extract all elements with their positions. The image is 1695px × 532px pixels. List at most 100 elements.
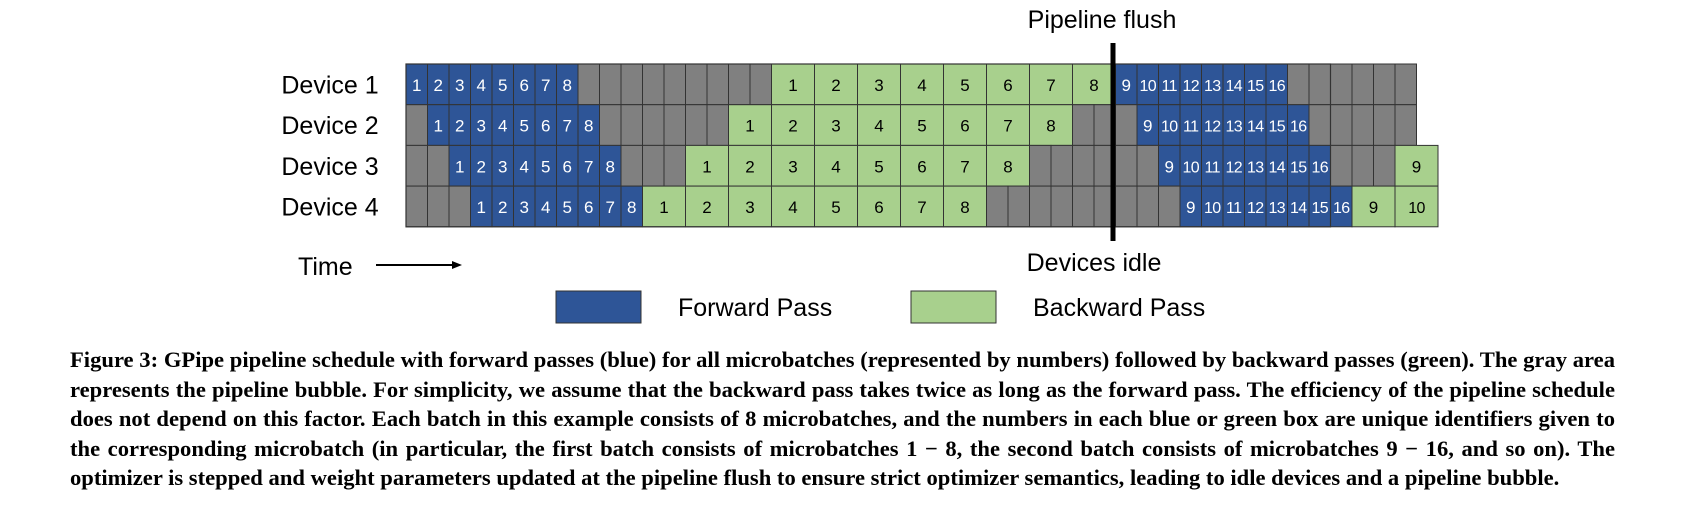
backward-pass-cell bbox=[771, 185, 815, 228]
microbatch-id: 9 bbox=[1165, 157, 1174, 176]
microbatch-id: 3 bbox=[788, 157, 797, 176]
idle-cell bbox=[1050, 144, 1073, 187]
idle-cell bbox=[1072, 144, 1095, 187]
microbatch-id: 8 bbox=[960, 198, 969, 217]
backward-pass-cell bbox=[1351, 185, 1396, 228]
idle-cell bbox=[1115, 104, 1138, 146]
idle-cell bbox=[706, 63, 729, 106]
backward-pass-cell bbox=[900, 185, 944, 228]
microbatch-id: 4 bbox=[498, 117, 507, 136]
microbatch-id: 7 bbox=[917, 198, 926, 217]
microbatch-id: 1 bbox=[745, 117, 754, 136]
microbatch-id: 4 bbox=[831, 157, 840, 176]
microbatch-id: 6 bbox=[541, 117, 550, 136]
microbatch-id: 1 bbox=[434, 117, 443, 136]
microbatch-id: 6 bbox=[917, 157, 926, 176]
idle-cell bbox=[599, 104, 622, 146]
idle-cell bbox=[1136, 185, 1159, 228]
microbatch-id: 2 bbox=[788, 117, 797, 136]
idle-cell bbox=[1330, 63, 1353, 106]
idle-cell bbox=[685, 63, 708, 106]
backward-pass-cell bbox=[943, 104, 987, 146]
microbatch-id: 7 bbox=[584, 157, 593, 176]
microbatch-id: 8 bbox=[563, 76, 572, 95]
idle-cell bbox=[642, 63, 665, 106]
microbatch-id: 10 bbox=[1161, 119, 1178, 136]
microbatch-id: 1 bbox=[477, 198, 486, 217]
microbatch-id: 16 bbox=[1268, 78, 1285, 95]
microbatch-id: 9 bbox=[1143, 117, 1152, 136]
microbatch-id: 12 bbox=[1247, 200, 1264, 217]
microbatch-id: 6 bbox=[874, 198, 883, 217]
microbatch-id: 12 bbox=[1204, 119, 1221, 136]
microbatch-id: 13 bbox=[1225, 119, 1242, 136]
microbatch-id: 1 bbox=[455, 157, 464, 176]
microbatch-id: 2 bbox=[498, 198, 507, 217]
legend-forward-label: Forward Pass bbox=[678, 294, 832, 322]
microbatch-id: 1 bbox=[788, 76, 797, 95]
microbatch-id: 5 bbox=[541, 157, 550, 176]
microbatch-id: 8 bbox=[1089, 76, 1098, 95]
idle-cell bbox=[663, 63, 686, 106]
microbatch-id: 7 bbox=[960, 157, 969, 176]
idle-cell bbox=[1158, 185, 1181, 228]
microbatch-id: 8 bbox=[606, 157, 615, 176]
microbatch-id: 11 bbox=[1226, 200, 1242, 217]
microbatch-id: 16 bbox=[1311, 159, 1328, 176]
schedule-grid-frame bbox=[405, 63, 1332, 228]
microbatch-id: 15 bbox=[1247, 78, 1264, 95]
idle-cell bbox=[728, 63, 751, 106]
idle-cell bbox=[1115, 185, 1138, 228]
idle-cell bbox=[685, 104, 708, 146]
idle-cell bbox=[986, 185, 1009, 228]
backward-pass-cell bbox=[1394, 144, 1439, 187]
microbatch-id: 12 bbox=[1182, 78, 1199, 95]
microbatch-id: 8 bbox=[584, 117, 593, 136]
microbatch-id: 3 bbox=[477, 117, 486, 136]
microbatch-id: 2 bbox=[477, 157, 486, 176]
microbatch-id: 4 bbox=[917, 76, 926, 95]
microbatch-id: 6 bbox=[584, 198, 593, 217]
gpipe-schedule-figure: Pipeline flush Devices idle Time Device … bbox=[281, 6, 1439, 324]
idle-cell bbox=[1308, 104, 1331, 146]
microbatch-id: 16 bbox=[1290, 119, 1307, 136]
microbatch-id: 9 bbox=[1369, 198, 1378, 217]
device-label: Device 4 bbox=[281, 193, 378, 221]
microbatch-id: 14 bbox=[1247, 119, 1264, 136]
microbatch-id: 4 bbox=[541, 198, 550, 217]
microbatch-id: 15 bbox=[1311, 200, 1328, 217]
microbatch-id: 16 bbox=[1333, 200, 1350, 217]
time-arrow-head bbox=[452, 261, 462, 269]
microbatch-id: 10 bbox=[1139, 78, 1156, 95]
idle-cell bbox=[1287, 63, 1310, 106]
legend-backward-swatch bbox=[910, 290, 997, 324]
idle-cell bbox=[1115, 144, 1138, 187]
backward-pass-cell bbox=[728, 144, 772, 187]
idle-cell bbox=[1029, 144, 1052, 187]
device-label: Device 3 bbox=[281, 153, 378, 181]
idle-cell bbox=[642, 144, 665, 187]
idle-cell bbox=[1373, 104, 1396, 146]
microbatch-id: 6 bbox=[1003, 76, 1012, 95]
microbatch-id: 3 bbox=[874, 76, 883, 95]
legend-forward-swatch bbox=[555, 290, 642, 324]
backward-pass-cell bbox=[1394, 185, 1439, 228]
microbatch-id: 15 bbox=[1290, 159, 1307, 176]
microbatch-id: 14 bbox=[1268, 159, 1285, 176]
idle-cell bbox=[1351, 144, 1374, 187]
idle-cell bbox=[405, 185, 428, 228]
microbatch-id: 6 bbox=[520, 76, 529, 95]
microbatch-id: 3 bbox=[831, 117, 840, 136]
microbatch-id: 5 bbox=[917, 117, 926, 136]
backward-pass-cell bbox=[900, 63, 944, 106]
idle-cell bbox=[1330, 104, 1353, 146]
microbatch-id: 3 bbox=[455, 76, 464, 95]
microbatch-id: 14 bbox=[1290, 200, 1307, 217]
microbatch-id: 15 bbox=[1268, 119, 1285, 136]
microbatch-id: 4 bbox=[477, 76, 486, 95]
device-label: Device 1 bbox=[281, 71, 378, 99]
microbatch-id: 8 bbox=[1003, 157, 1012, 176]
microbatch-id: 3 bbox=[745, 198, 754, 217]
